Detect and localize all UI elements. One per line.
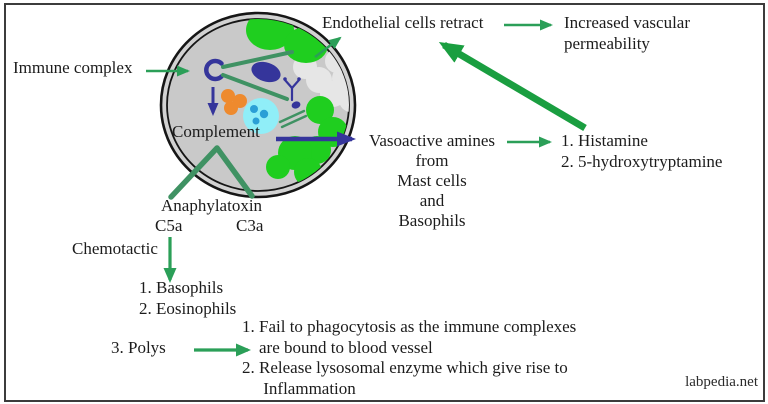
complement-label: Complement [172, 122, 260, 141]
immune-complex-icon [204, 50, 294, 101]
arrow-histamine-to-endothelial [438, 41, 587, 132]
immune-complex-label: Immune complex [13, 58, 133, 77]
c3a-label: C3a [236, 216, 264, 235]
increased-vascular-permeability-label: Increased vascular permeability [564, 13, 691, 53]
anaphylatoxin-label: Anaphylatoxin [161, 196, 263, 215]
vasoactive-amines-label: Vasoactive amines from Mast cells and Ba… [368, 131, 496, 230]
c5a-label: C5a [155, 216, 183, 235]
complement-split-lines [168, 145, 255, 200]
polys-effects-list: 1. Fail to phagocytosis as the immune co… [242, 317, 577, 398]
blood-vessel-cross-section [159, 11, 357, 199]
endothelial-retract-label: Endothelial cells retract [322, 13, 484, 32]
receptor-icon [283, 77, 301, 102]
watermark: labpedia.net [685, 374, 758, 390]
chemotactic-label: Chemotactic [72, 239, 158, 258]
mast-cell-icon [243, 98, 279, 134]
arrow-to-endothelial-label [314, 36, 342, 59]
fibril-icon [278, 101, 308, 129]
polys-label: 3. Polys [111, 338, 166, 357]
complement-fragments-icon [221, 89, 247, 115]
chemotactic-cells-list: 1. Basophils 2. Eosinophils [139, 278, 237, 318]
amines-list: 1. Histamine 2. 5-hydroxytryptamine [561, 131, 723, 171]
